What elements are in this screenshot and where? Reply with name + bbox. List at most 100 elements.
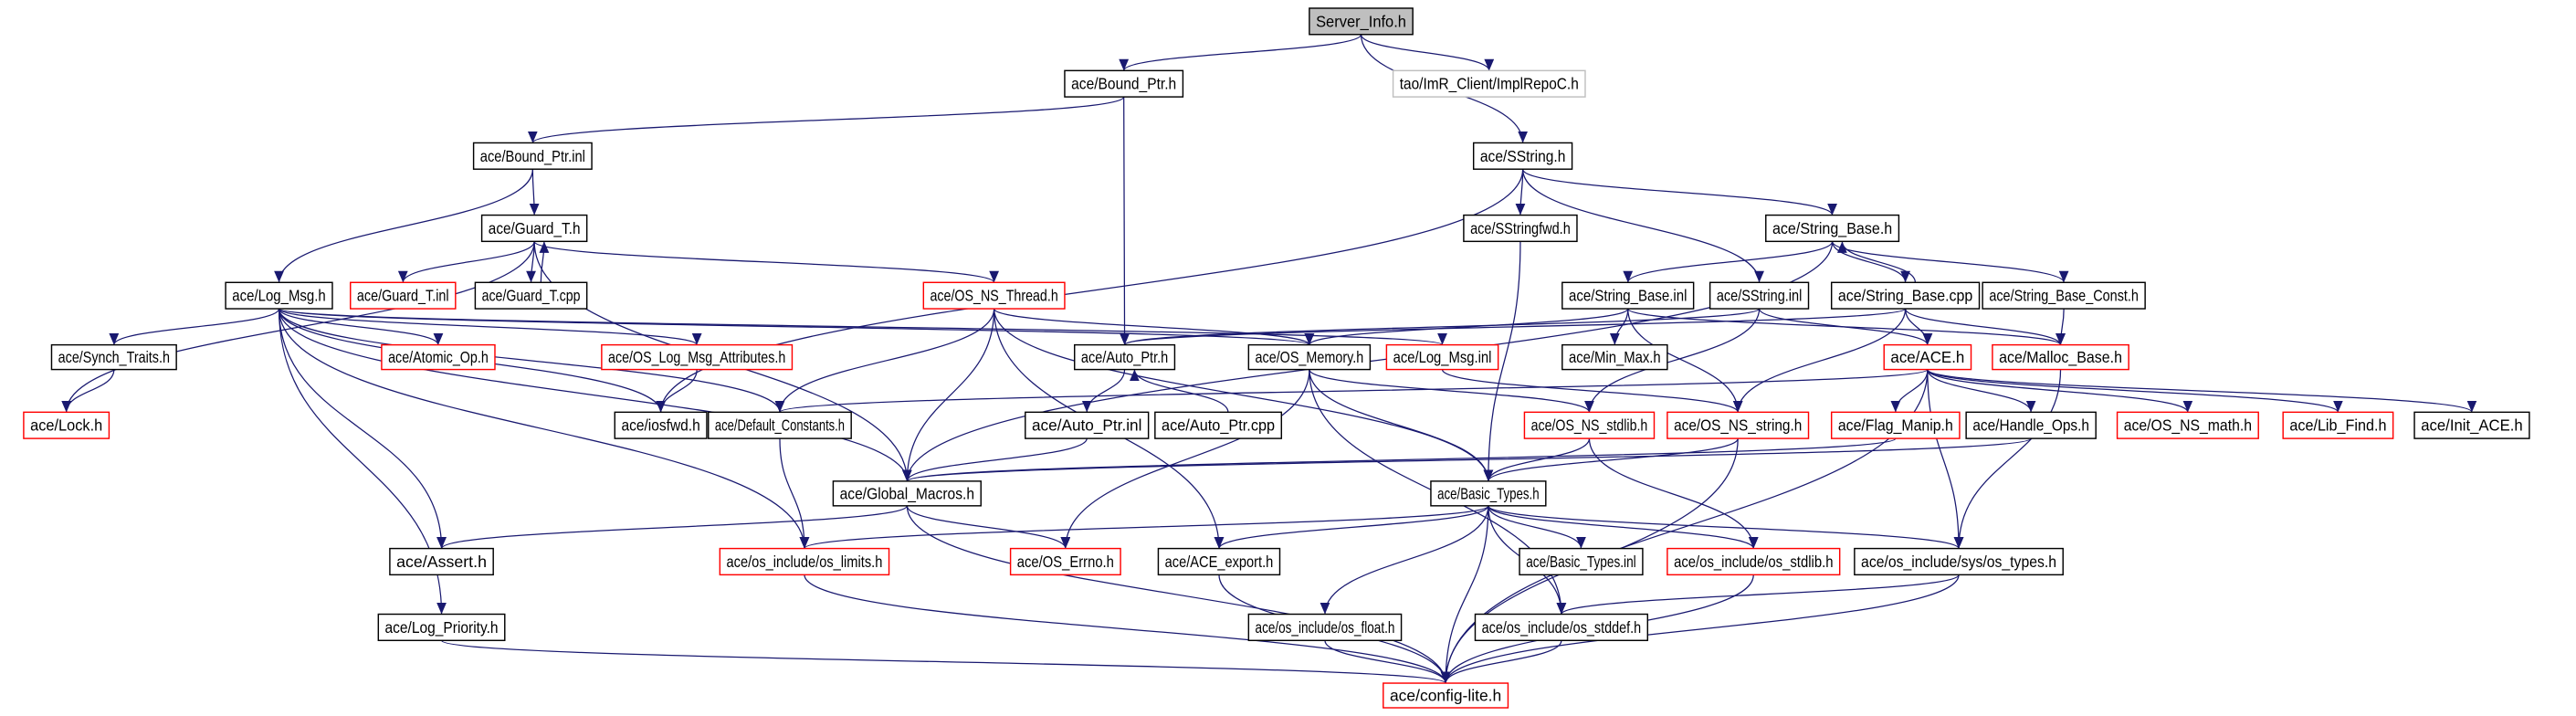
node-box[interactable]: [1154, 411, 1283, 439]
node-box[interactable]: [1430, 480, 1547, 507]
node-box[interactable]: [1074, 343, 1176, 371]
node-log-msg-inl[interactable]: ace/Log_Msg.inl: [1385, 343, 1499, 371]
node-atomic-op[interactable]: ace/Atomic_Op.h: [381, 343, 496, 371]
node-string-base-h[interactable]: ace/String_Base.h: [1765, 214, 1900, 243]
node-box[interactable]: [1765, 214, 1900, 243]
node-box[interactable]: [614, 411, 708, 439]
node-handle-ops[interactable]: ace/Handle_Ops.h: [1965, 411, 2097, 439]
node-config-lite[interactable]: ace/config-lite.h: [1383, 682, 1509, 709]
node-assert-h[interactable]: ace/Assert.h: [389, 547, 494, 576]
node-os-ns-stdlib[interactable]: ace/OS_NS_stdlib.h: [1523, 411, 1656, 439]
node-basic-types-h[interactable]: ace/Basic_Types.h: [1430, 480, 1547, 507]
node-log-msg-h[interactable]: ace/Log_Msg.h: [225, 281, 333, 310]
node-box[interactable]: [1667, 411, 1810, 439]
node-box[interactable]: [601, 343, 794, 371]
node-box[interactable]: [1463, 214, 1578, 243]
node-global-macros[interactable]: ace/Global_Macros.h: [832, 480, 982, 507]
node-os-stdlib[interactable]: ace/os_include/os_stdlib.h: [1667, 547, 1841, 576]
node-flag-manip[interactable]: ace/Flag_Manip.h: [1830, 411, 1961, 439]
node-box[interactable]: [1519, 547, 1644, 576]
node-bound-ptr-inl[interactable]: ace/Bound_Ptr.inl: [472, 142, 593, 170]
node-box[interactable]: [719, 547, 890, 576]
node-box[interactable]: [708, 411, 852, 439]
node-ace-export[interactable]: ace/ACE_export.h: [1157, 547, 1281, 576]
node-os-ns-string[interactable]: ace/OS_NS_string.h: [1667, 411, 1810, 439]
node-box[interactable]: [1009, 547, 1121, 576]
node-box[interactable]: [1385, 343, 1499, 371]
node-box[interactable]: [1667, 547, 1841, 576]
node-sstring-h[interactable]: ace/SString.h: [1472, 142, 1573, 170]
node-string-base-const[interactable]: ace/String_Base_Const.h: [1982, 281, 2146, 310]
node-string-base-inl[interactable]: ace/String_Base.inl: [1561, 281, 1695, 310]
node-box[interactable]: [1965, 411, 2097, 439]
node-box[interactable]: [1064, 69, 1184, 98]
node-box[interactable]: [1830, 281, 1981, 310]
node-box[interactable]: [1392, 69, 1586, 98]
node-box[interactable]: [2116, 411, 2259, 439]
node-auto-ptr-cpp[interactable]: ace/Auto_Ptr.cpp: [1154, 411, 1283, 439]
node-box[interactable]: [1247, 343, 1372, 371]
node-string-base-cpp[interactable]: ace/String_Base.cpp: [1830, 281, 1981, 310]
node-box[interactable]: [1854, 547, 2064, 576]
node-box[interactable]: [1157, 547, 1281, 576]
node-os-float[interactable]: ace/os_include/os_float.h: [1247, 613, 1403, 642]
node-lib-find[interactable]: ace/Lib_Find.h: [2282, 411, 2394, 439]
node-os-types[interactable]: ace/os_include/sys/os_types.h: [1854, 547, 2064, 576]
node-box[interactable]: [381, 343, 496, 371]
node-server-info[interactable]: Server_Info.h: [1309, 7, 1414, 36]
node-box[interactable]: [1561, 343, 1668, 371]
node-box[interactable]: [1309, 7, 1414, 36]
node-box[interactable]: [1472, 142, 1573, 170]
node-ace-h[interactable]: ace/ACE.h: [1883, 343, 1972, 371]
node-bound-ptr-h[interactable]: ace/Bound_Ptr.h: [1064, 69, 1184, 98]
node-os-stddef[interactable]: ace/os_include/os_stddef.h: [1474, 613, 1649, 642]
node-init-ace[interactable]: ace/Init_ACE.h: [2413, 411, 2530, 439]
node-box[interactable]: [1523, 411, 1656, 439]
node-box[interactable]: [1561, 281, 1695, 310]
node-default-constants[interactable]: ace/Default_Constants.h: [708, 411, 852, 439]
node-basic-types-inl[interactable]: ace/Basic_Types.inl: [1519, 547, 1644, 576]
node-box[interactable]: [832, 480, 982, 507]
node-box[interactable]: [377, 613, 506, 642]
node-lock-h[interactable]: ace/Lock.h: [23, 411, 110, 439]
node-box[interactable]: [1883, 343, 1972, 371]
node-box[interactable]: [1383, 682, 1509, 709]
node-log-priority[interactable]: ace/Log_Priority.h: [377, 613, 506, 642]
node-box[interactable]: [350, 281, 457, 310]
node-os-memory[interactable]: ace/OS_Memory.h: [1247, 343, 1372, 371]
node-sstring-inl[interactable]: ace/SString.inl: [1709, 281, 1810, 310]
node-os-errno[interactable]: ace/OS_Errno.h: [1009, 547, 1121, 576]
node-auto-ptr-inl[interactable]: ace/Auto_Ptr.inl: [1025, 411, 1150, 439]
node-box[interactable]: [50, 343, 177, 371]
node-box[interactable]: [1025, 411, 1150, 439]
node-iosfwd[interactable]: ace/iosfwd.h: [614, 411, 708, 439]
node-synch-traits[interactable]: ace/Synch_Traits.h: [50, 343, 177, 371]
node-box[interactable]: [2282, 411, 2394, 439]
node-guard-t-cpp[interactable]: ace/Guard_T.cpp: [474, 281, 588, 310]
node-malloc-base[interactable]: ace/Malloc_Base.h: [1992, 343, 2129, 371]
node-box[interactable]: [389, 547, 494, 576]
node-box[interactable]: [2413, 411, 2530, 439]
node-sstringfwd[interactable]: ace/SStringfwd.h: [1463, 214, 1578, 243]
node-implrepoc[interactable]: tao/ImR_Client/ImplRepoC.h: [1392, 69, 1586, 98]
node-os-ns-math[interactable]: ace/OS_NS_math.h: [2116, 411, 2259, 439]
node-guard-t-inl[interactable]: ace/Guard_T.inl: [350, 281, 457, 310]
node-box[interactable]: [1709, 281, 1810, 310]
node-box[interactable]: [474, 281, 588, 310]
node-os-log-msg-attr[interactable]: ace/OS_Log_Msg_Attributes.h: [601, 343, 794, 371]
node-box[interactable]: [472, 142, 593, 170]
node-os-ns-thread[interactable]: ace/OS_NS_Thread.h: [922, 281, 1066, 310]
node-box[interactable]: [23, 411, 110, 439]
node-min-max[interactable]: ace/Min_Max.h: [1561, 343, 1668, 371]
node-os-limits[interactable]: ace/os_include/os_limits.h: [719, 547, 890, 576]
node-box[interactable]: [922, 281, 1066, 310]
node-box[interactable]: [225, 281, 333, 310]
node-box[interactable]: [480, 214, 588, 243]
node-box[interactable]: [1247, 613, 1403, 642]
node-auto-ptr-h[interactable]: ace/Auto_Ptr.h: [1074, 343, 1176, 371]
node-box[interactable]: [1474, 613, 1649, 642]
node-guard-t-h[interactable]: ace/Guard_T.h: [480, 214, 588, 243]
node-box[interactable]: [1982, 281, 2146, 310]
node-box[interactable]: [1992, 343, 2129, 371]
node-box[interactable]: [1830, 411, 1961, 439]
